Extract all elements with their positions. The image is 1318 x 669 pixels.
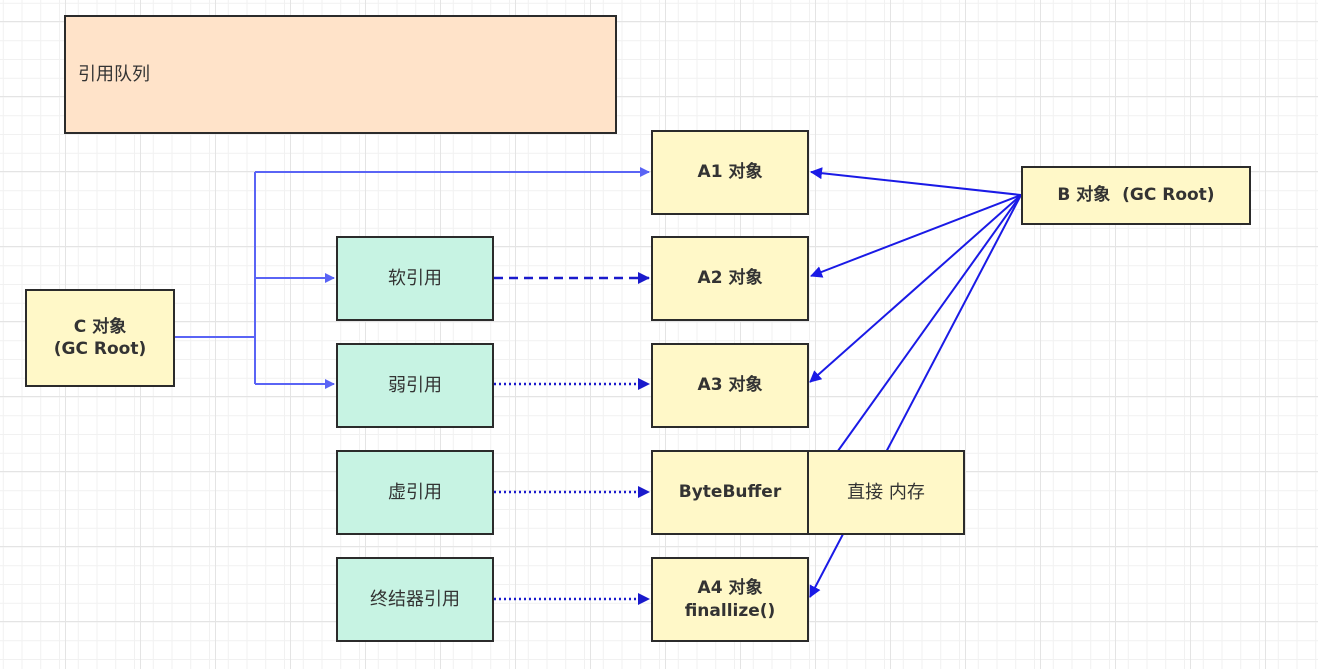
edge-b-to-a1 [810, 167, 1022, 196]
edge-b-to-a2 [810, 194, 1022, 278]
a2-object-label: A2 对象 [697, 268, 763, 289]
a1-object-label: A1 对象 [697, 162, 763, 183]
a4-object-title: A4 对象 [697, 578, 763, 599]
b-object-node[interactable]: B 对象 (GC Root) [1021, 166, 1251, 225]
reference-queue-label: 引用队列 [78, 63, 150, 85]
c-object-node[interactable]: C 对象 (GC Root) [25, 289, 175, 387]
a4-object-node[interactable]: A4 对象 finallize() [651, 557, 809, 642]
weak-reference-label: 弱引用 [388, 374, 442, 396]
phantom-reference-label: 虚引用 [388, 481, 442, 503]
direct-memory-label: 直接 内存 [847, 481, 925, 503]
bytebuffer-node[interactable]: ByteBuffer [651, 450, 809, 535]
reference-queue[interactable]: 引用队列 [64, 15, 617, 134]
edge-b-to-a4 [809, 194, 1022, 598]
edge-b-to-bytebuffer [809, 194, 1022, 491]
edge-b-to-a3 [809, 194, 1022, 383]
a3-object-node[interactable]: A3 对象 [651, 343, 809, 428]
bytebuffer-label: ByteBuffer [678, 482, 782, 503]
phantom-reference-node[interactable]: 虚引用 [336, 450, 494, 535]
a1-object-node[interactable]: A1 对象 [651, 130, 809, 215]
a3-object-label: A3 对象 [697, 375, 763, 396]
direct-memory-node[interactable]: 直接 内存 [807, 450, 965, 535]
c-object-subtitle: (GC Root) [53, 339, 147, 359]
b-object-label: B 对象 (GC Root) [1057, 185, 1215, 206]
a4-object-method: finallize() [684, 600, 776, 621]
finalizer-reference-node[interactable]: 终结器引用 [336, 557, 494, 642]
soft-reference-label: 软引用 [388, 267, 442, 289]
weak-reference-node[interactable]: 弱引用 [336, 343, 494, 428]
soft-reference-node[interactable]: 软引用 [336, 236, 494, 321]
finalizer-reference-label: 终结器引用 [370, 588, 460, 610]
c-object-title: C 对象 [73, 316, 127, 337]
a2-object-node[interactable]: A2 对象 [651, 236, 809, 321]
